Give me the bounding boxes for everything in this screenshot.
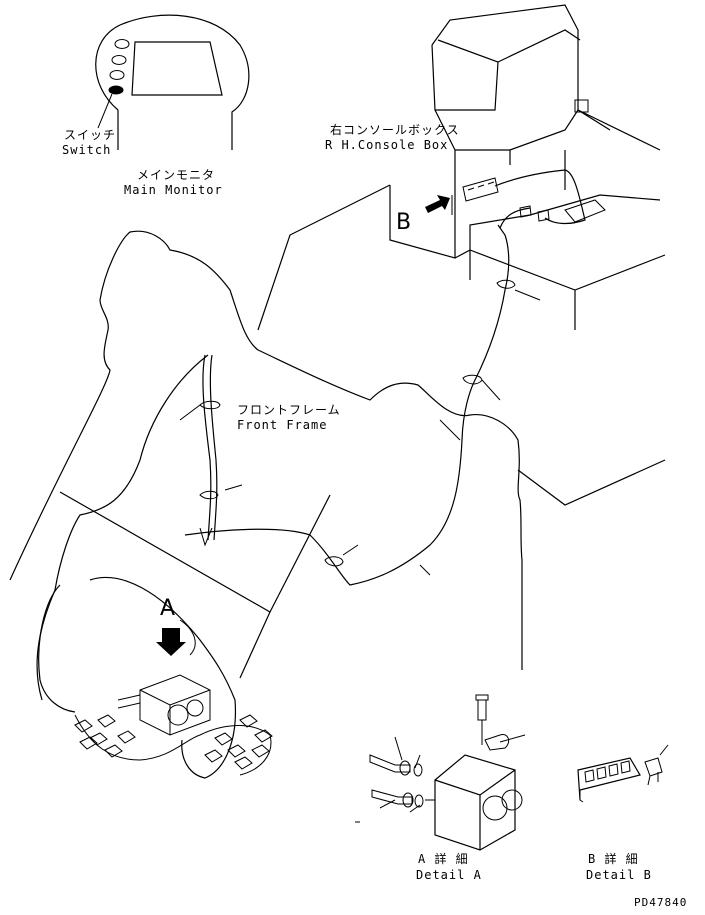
switch-dot [108,85,124,95]
front-frame-drawing [9,224,666,701]
detail-b-drawing [577,744,669,803]
frame-label-jp: フロントフレーム [237,403,341,417]
detail-a-label-en: Detail A [416,868,482,882]
detail-b-label-en: Detail B [586,868,652,882]
arrow-a [156,628,186,656]
switch-label-en: Switch [62,143,112,157]
console-box-drawing [257,4,666,331]
monitor-label-jp: メインモニタ [137,168,216,182]
arrow-b [425,195,450,213]
detail-b-label-jp: B 詳 細 [588,852,639,866]
console-label-en: R H.Console Box [325,138,449,152]
callout-a: A [160,596,176,621]
detail-a-drawing [355,694,526,851]
detail-a-label-jp: A 詳 細 [418,852,469,866]
frame-label-en: Front Frame [237,418,328,432]
callout-b: B [396,210,412,235]
valve-cluster-drawing [38,576,273,779]
console-label-jp: 右コンソールボックス [330,123,460,137]
switch-label-jp: スイッチ [64,128,117,142]
monitor-label-en: Main Monitor [124,183,223,197]
main-monitor-drawing [95,14,250,150]
drawing-number: PD47840 [634,896,688,909]
